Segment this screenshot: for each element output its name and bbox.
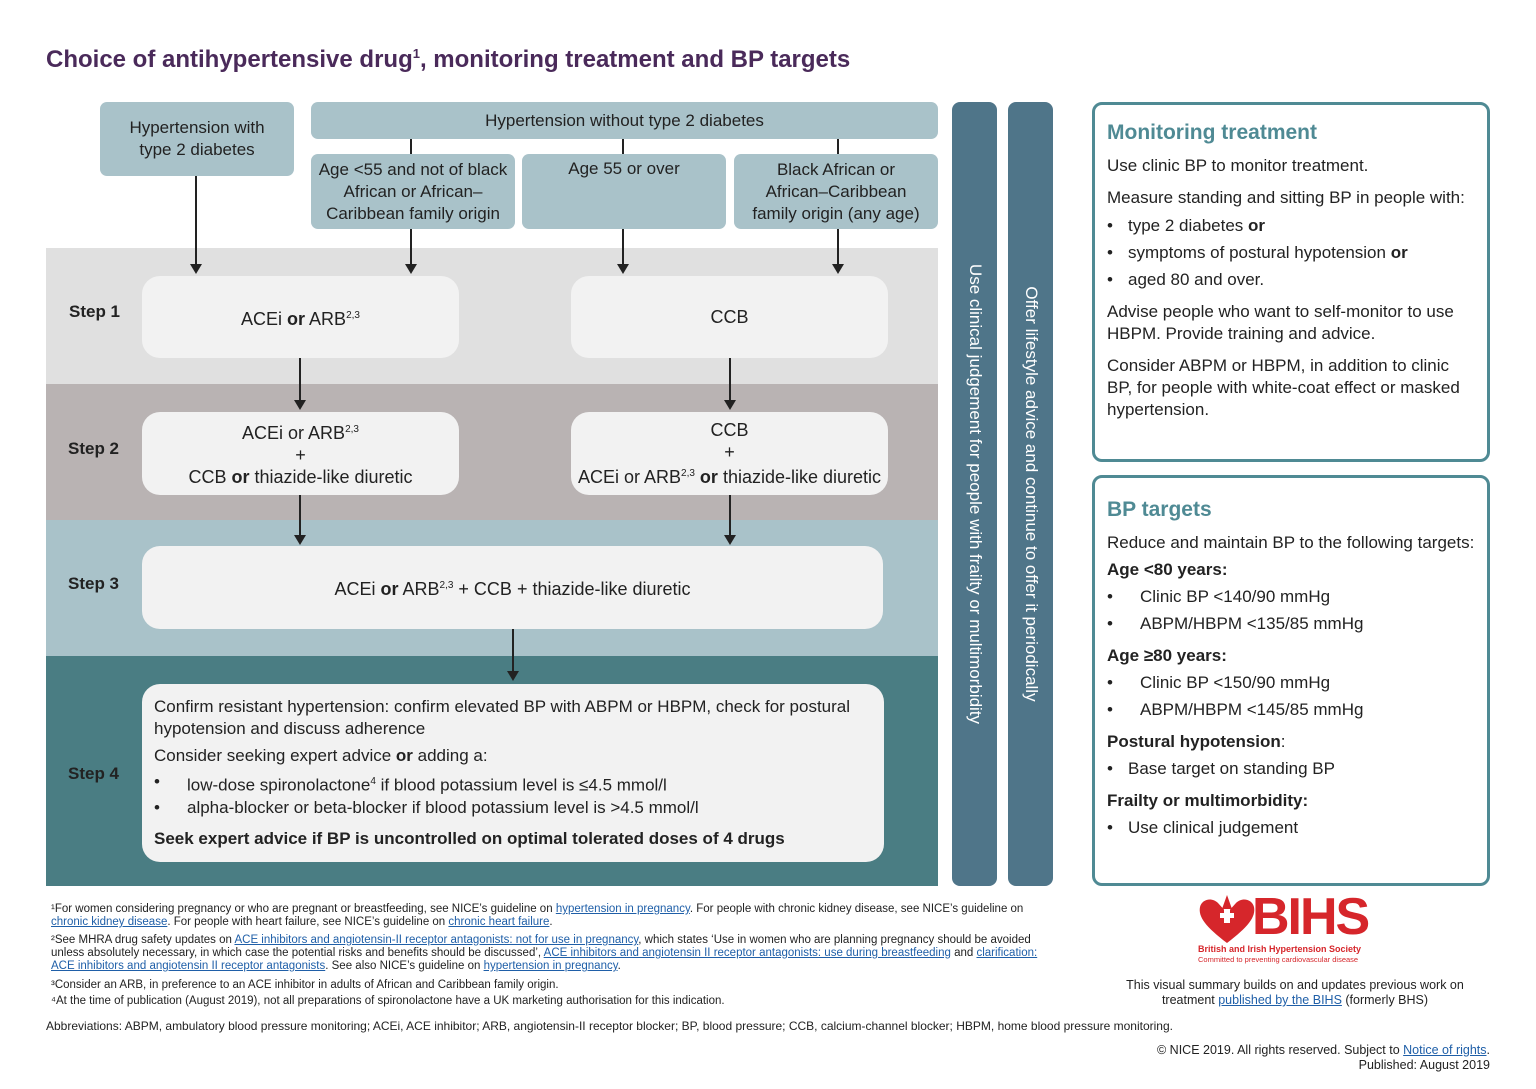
step4-consider-text: Consider seeking expert advice or adding… [154, 746, 488, 765]
bihs-wordmark: BIHS [1252, 888, 1370, 946]
link-mhra-breastfeeding[interactable]: ACE inhibitors and angiotensin II recept… [543, 947, 951, 959]
bihs-name: British and Irish Hypertension Society [1198, 944, 1362, 954]
step1-label: Step 1 [69, 302, 121, 321]
monitoring-panel: Monitoring treatment Use clinic BP to mo… [1092, 102, 1490, 462]
link-hypertension-in-pregnancy-2[interactable]: hypertension in pregnancy [483, 960, 618, 972]
targets-bullet: •ABPM/HBPM <145/85 mmHg [1107, 700, 1364, 719]
arrow-line [410, 229, 412, 264]
monitoring-text: Consider ABPM or HBPM, in addition to cl… [1107, 356, 1460, 419]
step3-label: Step 3 [68, 574, 120, 593]
arrow-head [405, 264, 417, 274]
abbreviations: Abbreviations: ABPM, ambulatory blood pr… [46, 1019, 1173, 1033]
lifestyle-advice-text: Offer lifestyle advice and continue to o… [1022, 286, 1041, 702]
monitoring-bullet: •aged 80 and over. [1107, 270, 1265, 289]
step2-left-box: ACEi or ARB2,3 + CCB or thiazide-like di… [142, 412, 459, 495]
link-chronic-kidney-disease[interactable]: chronic kidney disease [51, 916, 168, 928]
targets-bullet: •Base target on standing BP [1107, 759, 1335, 778]
monitoring-text: Use clinic BP to monitor treatment. [1107, 156, 1369, 175]
step4-bullet: •low-dose spironolactone4 if blood potas… [154, 772, 667, 795]
footnote-2: ²See MHRA drug safety updates on ACE inh… [51, 934, 1038, 972]
link-hypertension-in-pregnancy[interactable]: hypertension in pregnancy [555, 903, 690, 915]
arrow-head [294, 535, 306, 545]
clinical-judgement-text: Use clinical judgement for people with f… [966, 263, 985, 725]
step3-box: ACEi or ARB2,3 + CCB + thiazide-like diu… [142, 546, 883, 629]
link-mhra-clarification[interactable]: clarification: ACE inhibitors and angiot… [51, 947, 1038, 972]
targets-bullet: •Use clinical judgement [1107, 818, 1299, 837]
arrow-head [294, 400, 306, 410]
footnote-4: ⁴At the time of publication (August 2019… [51, 995, 725, 1007]
header-without-diabetes: Hypertension without type 2 diabetes [311, 102, 938, 139]
header-age-under-55: Age <55 and not of black African or Afri… [311, 154, 515, 229]
arrow-line [299, 358, 301, 400]
copyright: © NICE 2019. All rights reserved. Subjec… [1157, 1043, 1490, 1072]
step4-bullet: •alpha-blocker or beta-blocker if blood … [154, 797, 699, 817]
clinical-judgement-bar [952, 102, 997, 886]
targets-postural-label: Postural hypotension: [1107, 732, 1286, 751]
targets-bullet: •ABPM/HBPM <135/85 mmHg [1107, 614, 1364, 633]
step2-right-box: CCB + ACEi or ARB2,3 or thiazide-like di… [571, 412, 888, 495]
step4-expert-text: Seek expert advice if BP is uncontrolled… [154, 828, 785, 848]
step4-box: Confirm resistant hypertension: confirm … [142, 684, 884, 862]
connector-line [837, 139, 839, 154]
bihs-tagline: Committed to preventing cardiovascular d… [1198, 955, 1359, 964]
arrow-line [299, 495, 301, 535]
step4-label: Step 4 [68, 764, 120, 783]
arrow-line [729, 495, 731, 535]
arrow-line [512, 629, 514, 671]
arrow-head [190, 264, 202, 274]
arrow-line [729, 358, 731, 400]
bp-targets-panel: BP targets Reduce and maintain BP to the… [1092, 475, 1490, 886]
arrow-head [724, 400, 736, 410]
link-chronic-heart-failure[interactable]: chronic heart failure [448, 916, 550, 928]
arrow-head [832, 264, 844, 274]
bp-targets-heading: BP targets [1107, 498, 1212, 521]
monitoring-bullet: •type 2 diabetes or [1107, 216, 1266, 235]
header-with-diabetes: Hypertension with type 2 diabetes [100, 102, 294, 176]
link-notice-of-rights[interactable]: Notice of rights [1403, 1043, 1487, 1057]
footnote-1: ¹For women considering pregnancy or who … [51, 903, 1024, 928]
connector-line [410, 139, 412, 154]
targets-frailty-label: Frailty or multimorbidity: [1107, 791, 1309, 810]
step1-right-box: CCB [571, 276, 888, 358]
lifestyle-advice-bar [1008, 102, 1053, 886]
header-black-african: Black African or African–Caribbean famil… [734, 154, 938, 229]
arrow-line [622, 229, 624, 264]
header-age-55-over: Age 55 or over [522, 154, 726, 229]
step2-label: Step 2 [68, 439, 120, 458]
arrow-head [617, 264, 629, 274]
bihs-logo: BIHS British and Irish Hypertension Soci… [1196, 889, 1386, 965]
bihs-summary: This visual summary builds on and update… [1126, 978, 1464, 1007]
monitoring-bullet: •symptoms of postural hypotension or [1107, 243, 1408, 262]
arrow-head [724, 535, 736, 545]
step1-left-box: ACEi or ARB2,3 [142, 276, 459, 358]
footnote-3: ³Consider an ARB, in preference to an AC… [51, 979, 559, 991]
targets-under80-label: Age <80 years: [1107, 560, 1228, 579]
monitoring-heading: Monitoring treatment [1107, 121, 1317, 144]
monitoring-text: Measure standing and sitting BP in peopl… [1107, 188, 1465, 207]
arrow-head [507, 671, 519, 681]
page-title: Choice of antihypertensive drug1, monito… [46, 46, 851, 73]
targets-bullet: •Clinic BP <150/90 mmHg [1107, 673, 1331, 692]
heart-drop-icon [1199, 895, 1255, 943]
targets-bullet: •Clinic BP <140/90 mmHg [1107, 587, 1331, 606]
targets-intro: Reduce and maintain BP to the following … [1107, 533, 1475, 552]
monitoring-text: Advise people who want to self-monitor t… [1107, 302, 1454, 343]
step4-confirm-text: Confirm resistant hypertension: confirm … [154, 697, 851, 738]
arrow-line [837, 229, 839, 264]
connector-line [622, 139, 624, 154]
arrow-line [195, 176, 197, 264]
link-mhra-not-for-pregnancy[interactable]: ACE inhibitors and angiotensin-II recept… [234, 934, 639, 946]
targets-over80-label: Age ≥80 years: [1107, 646, 1227, 665]
link-published-by-bihs[interactable]: published by the BIHS [1218, 993, 1342, 1007]
